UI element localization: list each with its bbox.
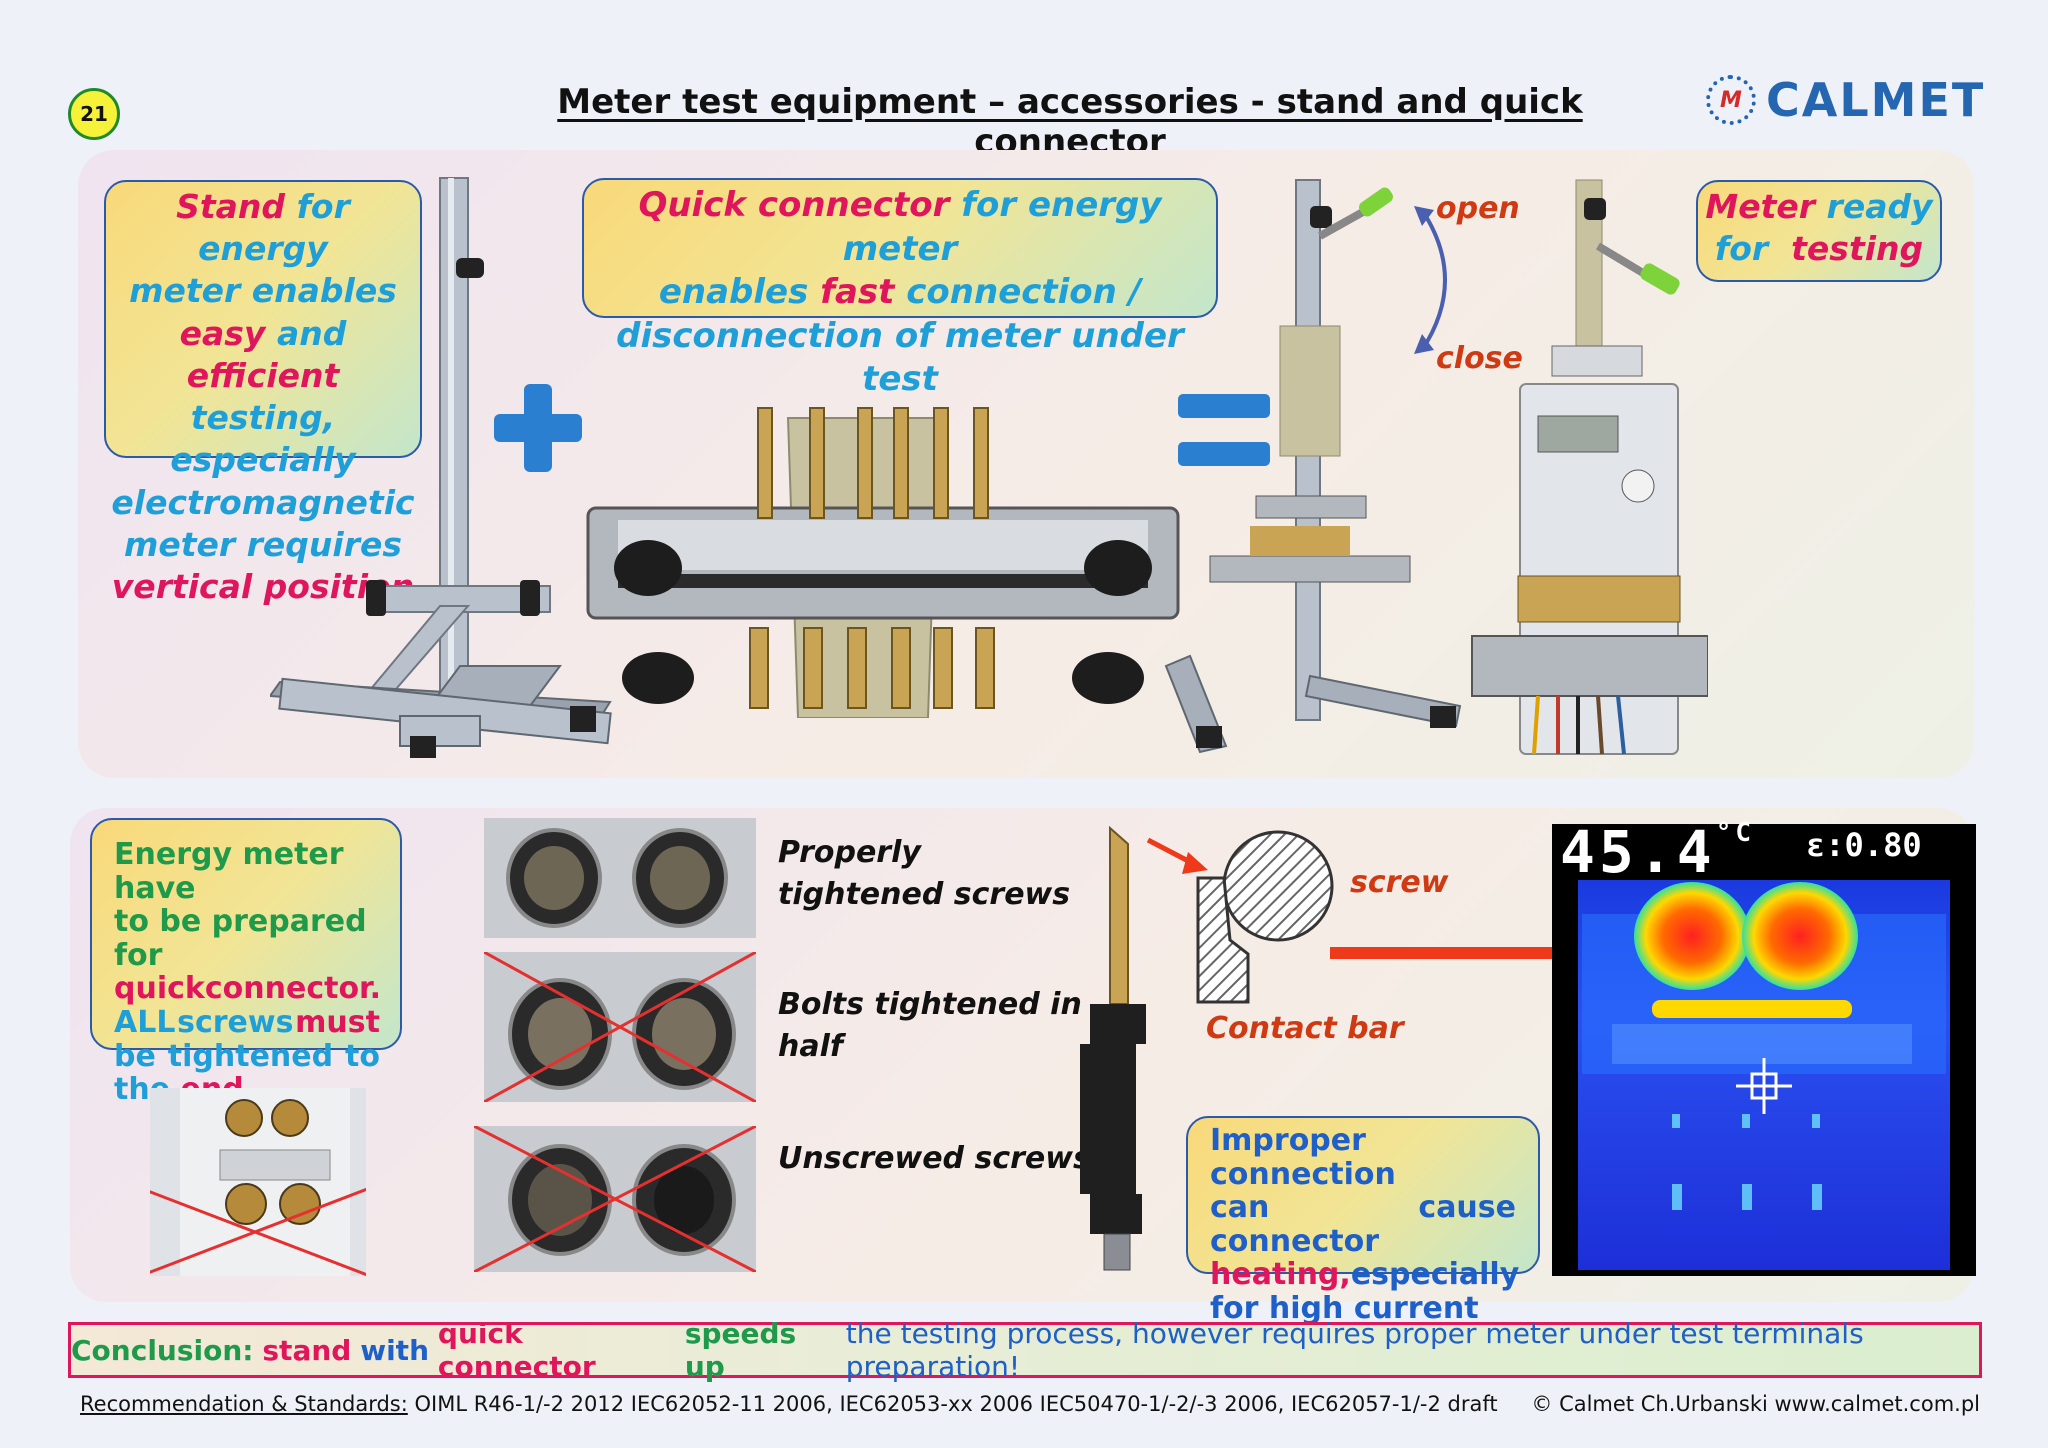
equals-icon bbox=[1178, 394, 1270, 466]
stand-illustration bbox=[270, 177, 612, 758]
conclusion-banner: Conclusion: stand with quick connector s… bbox=[68, 1317, 1982, 1383]
thermal-temperature-readout: 45.4°C bbox=[1560, 818, 1755, 886]
calmet-logo-mark: M bbox=[1706, 75, 1756, 125]
bolts-half-tightened-photo bbox=[484, 952, 756, 1102]
page-number-badge: 21 bbox=[68, 88, 120, 140]
unscrewed-label: Unscrewed screws bbox=[778, 1141, 1091, 1176]
standards-label: Recommendation & Standards: bbox=[80, 1392, 408, 1416]
contact-bar-label: Contact bar bbox=[1206, 1011, 1404, 1046]
contact-pin-illustration bbox=[1080, 825, 1146, 1271]
copyright-text: © Calmet Ch.Urbanski www.calmet.com.pl bbox=[1531, 1392, 1980, 1416]
unscrewed-screws-photo bbox=[474, 1126, 756, 1272]
calmet-logo: M CALMET bbox=[1706, 73, 1986, 127]
bolts-half-label: Bolts tightened in half bbox=[778, 987, 1082, 1064]
thermal-camera-image bbox=[1552, 824, 1976, 1276]
open-close-arrow-icon bbox=[1414, 206, 1447, 354]
standards-list: OIML R46-1/-2 2012 IEC62052-11 2006, IEC… bbox=[414, 1392, 1498, 1416]
meter-ready-illustration bbox=[1471, 179, 1708, 755]
calmet-logo-text: CALMET bbox=[1766, 73, 1986, 127]
stand-description-box: Stand for energy meter enables easy and … bbox=[104, 180, 422, 606]
stand-with-connector-illustration bbox=[1164, 179, 1462, 754]
close-label: close bbox=[1436, 341, 1523, 376]
footer: Recommendation & Standards: OIML R46-1/-… bbox=[80, 1392, 1980, 1416]
properly-tightened-label: Properly tightened screws bbox=[778, 835, 1071, 912]
quick-connector-description-box: Quick connector for energy meter enables… bbox=[582, 178, 1218, 399]
screw-label: screw bbox=[1350, 865, 1449, 900]
thermal-emissivity-readout: ε:0.80 bbox=[1806, 826, 1922, 864]
contact-bar-diagram bbox=[1146, 830, 1334, 1004]
page-title: Meter test equipment – accessories - sta… bbox=[557, 82, 1583, 162]
meter-ready-box: Meter ready for testing bbox=[1696, 180, 1942, 282]
plus-icon bbox=[494, 384, 582, 472]
terminal-block-photo bbox=[150, 1088, 366, 1276]
quick-connector-illustration bbox=[586, 407, 1180, 718]
improper-connection-box: Improper connection can cause connector … bbox=[1186, 1116, 1540, 1325]
properly-tightened-screws-photo bbox=[484, 818, 756, 938]
open-label: open bbox=[1436, 191, 1520, 226]
meter-preparation-box: Energy meter have to be prepared for qui… bbox=[90, 818, 402, 1106]
